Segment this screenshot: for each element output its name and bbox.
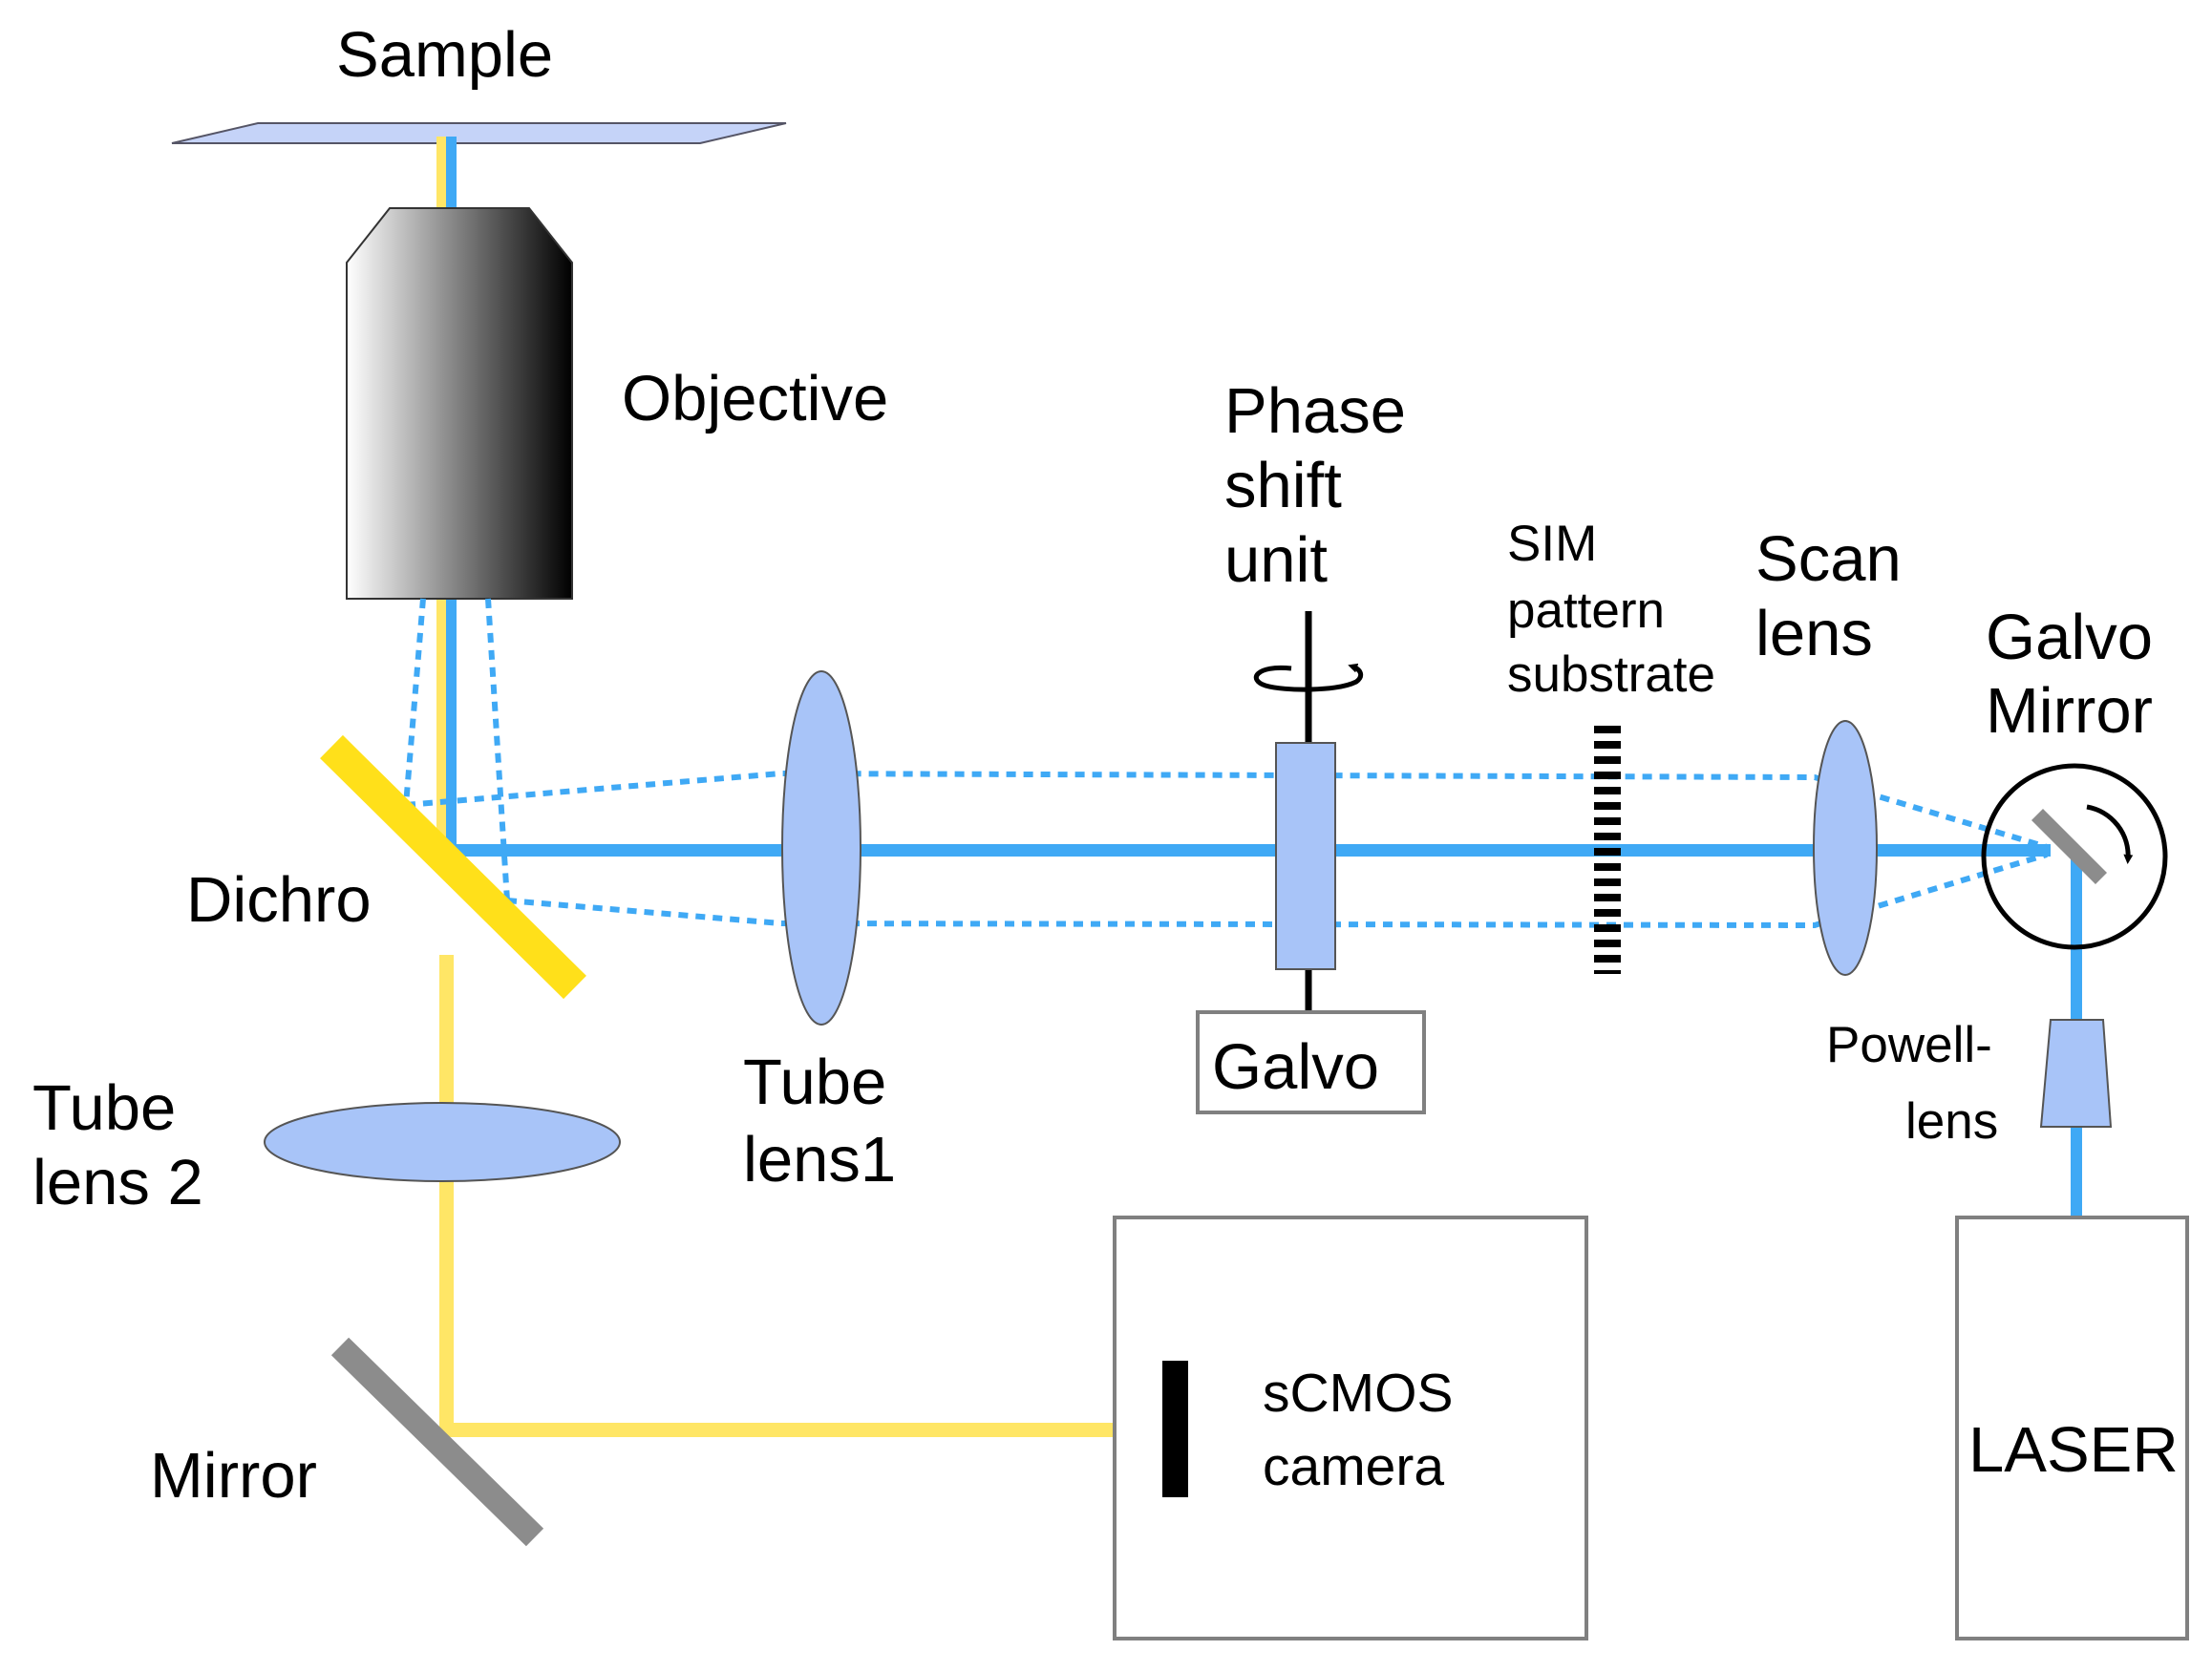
label-phase-shift-1: Phase <box>1224 375 1406 447</box>
tube-lens-1 <box>781 670 861 1026</box>
label-scan-lens-1: Scan <box>1755 523 1902 595</box>
label-scmos-2: camera <box>1263 1436 1444 1497</box>
laser-box <box>1955 1216 2189 1640</box>
label-galvo-mirror-2: Mirror <box>1986 675 2153 747</box>
galvo-mirror-housing <box>1981 763 2168 950</box>
label-sample: Sample <box>336 19 553 91</box>
label-laser: LASER <box>1968 1414 2179 1486</box>
rotation-arrow-icon <box>1253 663 1364 692</box>
label-sim-2: pattern <box>1507 582 1665 639</box>
label-galvo: Galvo <box>1212 1031 1379 1103</box>
label-scmos-1: sCMOS <box>1263 1363 1454 1424</box>
label-tube-lens1-1: Tube <box>743 1047 886 1118</box>
circular-arrow-icon <box>2086 804 2134 864</box>
label-tube-lens1-2: lens1 <box>743 1124 896 1196</box>
label-tube-lens2-2: lens 2 <box>32 1147 203 1218</box>
sample-slide <box>171 122 787 144</box>
galvo-mirror <box>2031 808 2108 885</box>
emission-beam-down <box>439 955 454 1429</box>
laser-beam-horizontal <box>446 844 2051 857</box>
ray-dotted-left-vertical <box>403 598 426 806</box>
scan-lens <box>1813 720 1878 976</box>
label-sim-1: SIM <box>1507 516 1597 572</box>
camera-sensor <box>1162 1361 1188 1497</box>
label-objective: Objective <box>622 363 888 434</box>
phase-shift-plate <box>1275 742 1336 970</box>
emission-beam-to-camera <box>439 1423 1165 1437</box>
fold-mirror <box>330 1337 544 1547</box>
scmos-camera-box <box>1113 1216 1588 1640</box>
label-powell-2: lens <box>1905 1093 1998 1150</box>
label-phase-shift-2: shift <box>1224 450 1342 521</box>
tube-lens-2 <box>264 1102 621 1182</box>
label-scan-lens-2: lens <box>1755 598 1873 669</box>
label-phase-shift-3: unit <box>1224 524 1328 596</box>
label-sim-3: substrate <box>1507 646 1715 703</box>
ray-dotted-upper <box>405 770 2048 850</box>
label-dichro: Dichro <box>186 864 372 936</box>
dichroic-mirror <box>320 734 586 1000</box>
label-mirror: Mirror <box>150 1440 317 1512</box>
objective <box>346 207 573 600</box>
label-galvo-mirror-1: Galvo <box>1986 602 2153 673</box>
label-powell-1: Powell- <box>1826 1017 1992 1073</box>
label-tube-lens2-1: Tube <box>32 1072 176 1144</box>
galvo-box <box>1196 1010 1426 1114</box>
powell-lens <box>2039 1019 2113 1128</box>
